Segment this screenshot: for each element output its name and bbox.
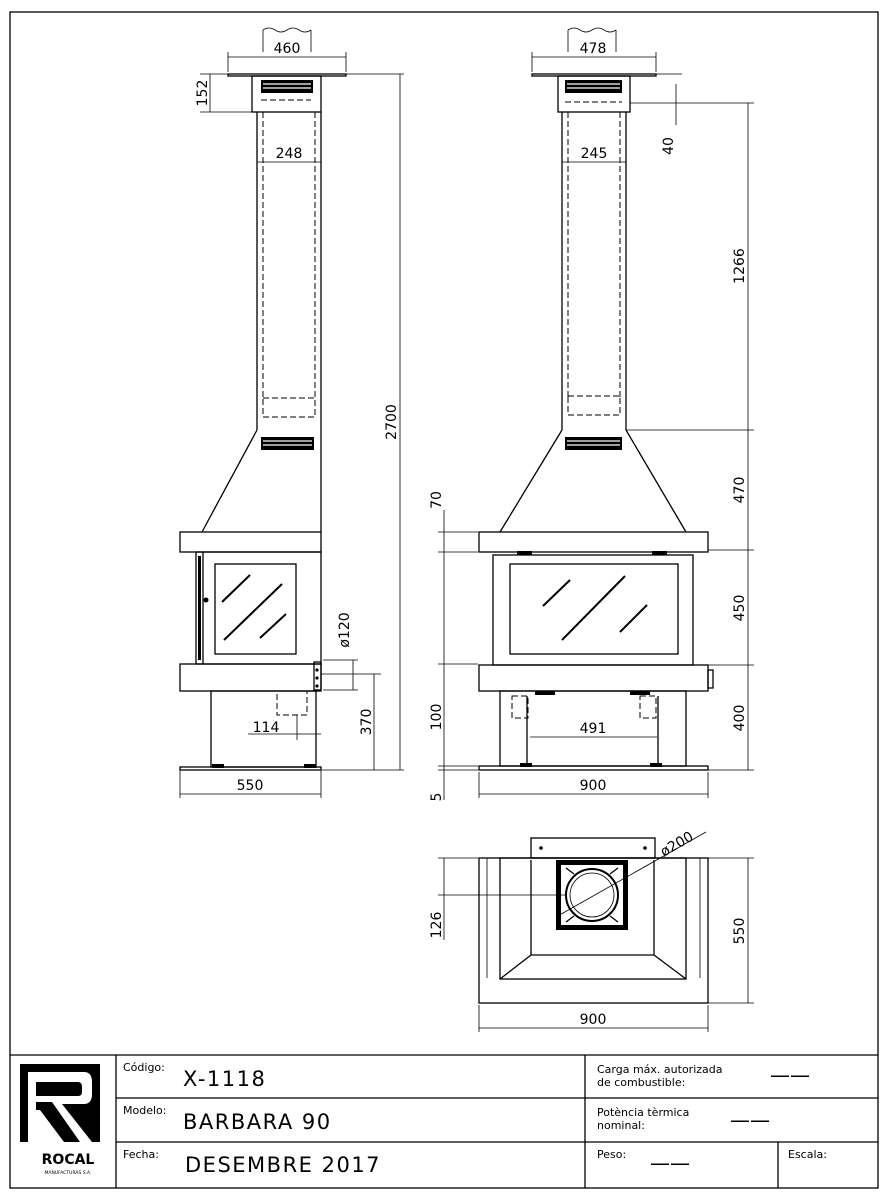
code-label: Código: [123, 1061, 165, 1074]
side-top-width-dim: 478 [580, 41, 607, 57]
front-flue-width-dim: 248 [276, 146, 303, 162]
rocal-logo: ROCAL MANUFACTURAS S.A. [20, 1064, 100, 1176]
plan-width-dim: 900 [580, 1012, 607, 1028]
plan-flue-offset-dim: 126 [429, 912, 445, 939]
model-label: Modelo: [123, 1104, 166, 1117]
front-view [179, 73, 347, 771]
front-hood-grille [261, 437, 314, 450]
side-lintel [478, 531, 709, 553]
front-overall-width-dim: 550 [237, 778, 264, 794]
side-collar-grille [565, 80, 622, 93]
load-value: —— [770, 1063, 810, 1087]
plan-top-plate [530, 837, 656, 859]
power-label-line2: nominal: [597, 1119, 645, 1132]
front-collar-grille [261, 80, 313, 93]
plan-flue-diameter-dim: ø200 [658, 829, 697, 861]
side-lintel-height-dim: 70 [429, 491, 445, 509]
weight-label: Peso: [597, 1148, 626, 1161]
side-firebox [492, 554, 694, 666]
side-hood-height-dim: 470 [732, 477, 748, 504]
side-flue-width-dim: 245 [581, 146, 608, 162]
front-collar-height-dim: 152 [195, 80, 211, 107]
front-lintel [179, 531, 322, 553]
weight-value: —— [650, 1151, 690, 1175]
plan-view [478, 837, 709, 1004]
side-collar [557, 75, 631, 113]
front-dimensions: 460 152 248 2700 ø120 114 370 550 [179, 27, 404, 798]
side-foot-height-dim: 5 [429, 793, 445, 802]
brand-subtitle: MANUFACTURAS S.A. [44, 1170, 91, 1176]
front-top-width-dim: 460 [274, 41, 301, 57]
side-base-slab [478, 664, 709, 692]
sheet-border [9, 11, 879, 1189]
plan-dimensions: ø200 126 550 900 [429, 829, 754, 1032]
front-collar [251, 75, 322, 113]
side-overall-width-dim: 900 [580, 778, 607, 794]
side-firebox-height-dim: 450 [732, 595, 748, 622]
front-glass-door [214, 563, 297, 655]
power-value: —— [730, 1108, 770, 1132]
side-glass-panel [509, 563, 679, 655]
front-outlet-offset-dim: 114 [253, 720, 280, 736]
side-log-store-width-dim: 491 [580, 721, 607, 737]
side-view [478, 73, 714, 771]
power-label-line1: Potència tèrmica [597, 1106, 689, 1119]
date-value: DESEMBRE 2017 [185, 1153, 381, 1177]
front-base-height-dim: 370 [359, 709, 375, 736]
front-outlet-diameter-dim: ø120 [337, 612, 353, 647]
front-base-slab [179, 663, 322, 692]
plan-depth-dim: 550 [732, 918, 748, 945]
side-dimensions: 478 40 245 1266 470 450 400 70 100 5 491 [429, 27, 754, 802]
code-value: X-1118 [183, 1067, 266, 1091]
brand-name: ROCAL [42, 1152, 95, 1168]
model-value: BARBARA 90 [183, 1110, 332, 1134]
side-base-height-dim: 400 [732, 705, 748, 732]
side-flue-height-dim: 1266 [732, 248, 748, 284]
date-label: Fecha: [123, 1148, 159, 1161]
side-log-store-height-dim: 100 [429, 704, 445, 731]
title-block: ROCAL MANUFACTURAS S.A. Código: X-1118 C… [10, 1054, 878, 1188]
front-total-height-dim: 2700 [384, 404, 400, 440]
scale-label: Escala: [788, 1148, 827, 1161]
load-label-line2: de combustible: [597, 1076, 685, 1089]
side-top-offset-dim: 40 [661, 137, 677, 155]
load-label-line1: Carga máx. autorizada [597, 1063, 723, 1076]
side-hood-grille [565, 437, 622, 450]
